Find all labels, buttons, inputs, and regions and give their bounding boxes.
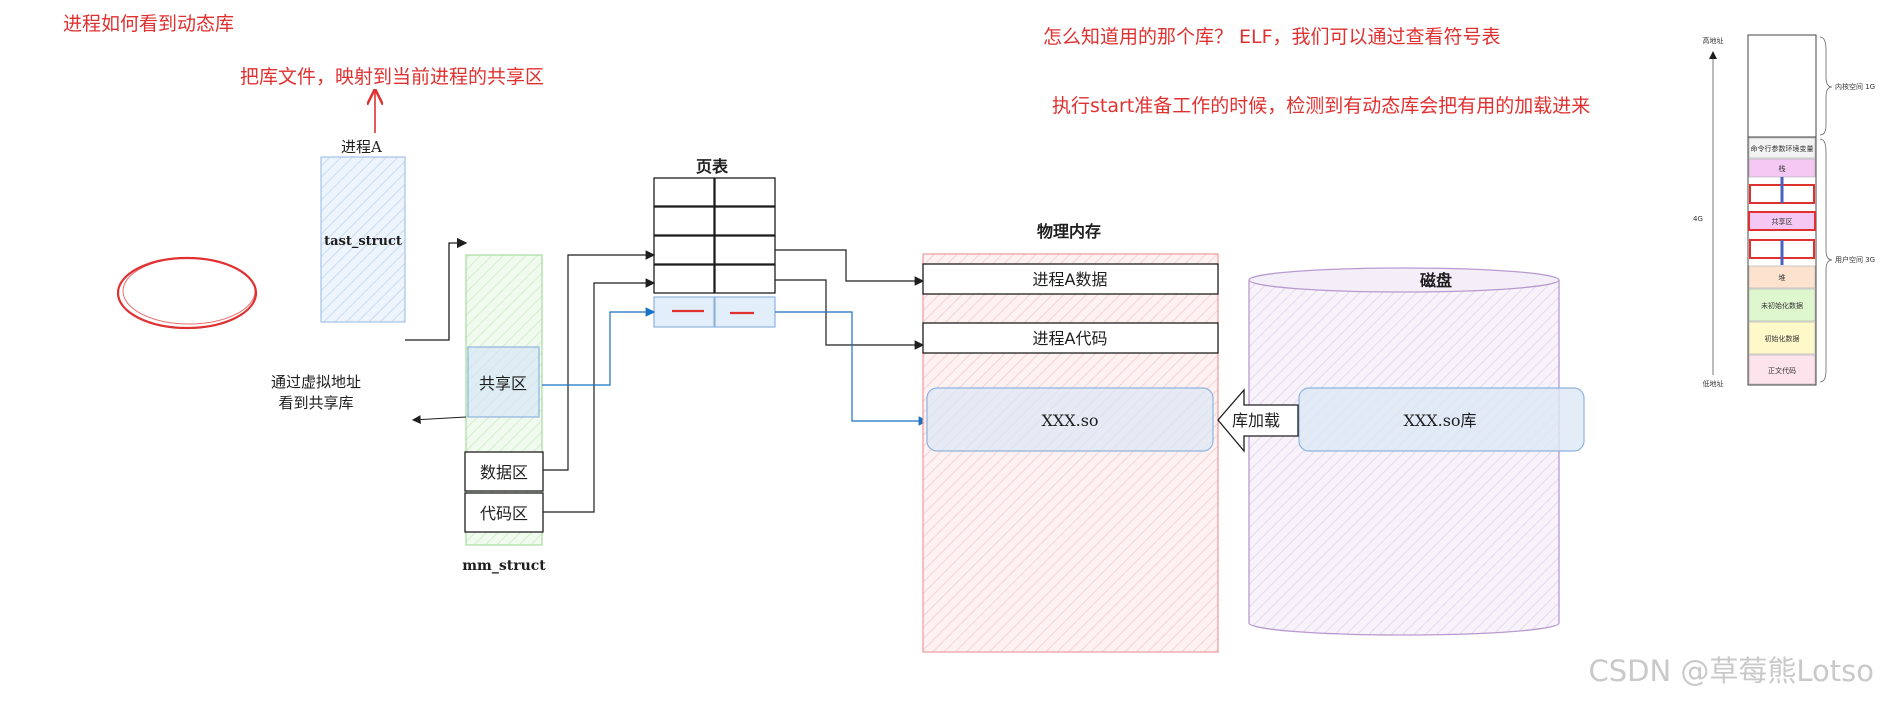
title-note: 进程如何看到动态库 bbox=[63, 13, 234, 35]
addr-kernel-label: 内核空间 1G bbox=[1835, 82, 1875, 91]
phys-data-block bbox=[922, 263, 1219, 295]
phys-code-label: 进程A代码 bbox=[1033, 329, 1108, 348]
load-arrow-label: 库加载 bbox=[1232, 411, 1280, 430]
addr-top-label: 高地址 bbox=[1703, 36, 1724, 45]
disk-cylinder bbox=[1248, 267, 1560, 636]
task-to-mm-connector bbox=[405, 237, 468, 341]
physical-memory-title: 物理内存 bbox=[1037, 222, 1101, 241]
virtual-note-arrow bbox=[411, 415, 467, 424]
pt-cell bbox=[714, 235, 776, 265]
virtual-note-line1: 通过虚拟地址 bbox=[271, 373, 361, 391]
pt-to-so-connector bbox=[775, 311, 929, 426]
pt-cell bbox=[653, 264, 715, 294]
phys-so-label: XXX.so bbox=[1041, 411, 1098, 430]
physical-memory-box bbox=[922, 253, 1219, 653]
addr-stack-label: 栈 bbox=[1779, 164, 1786, 173]
pt-cell bbox=[653, 206, 715, 236]
virtual-note-line2: 看到共享库 bbox=[278, 394, 353, 412]
phys-code-block bbox=[922, 322, 1219, 354]
shared-to-pt-connector bbox=[542, 307, 656, 386]
page-table-title: 页表 bbox=[696, 157, 729, 176]
disk-so-block bbox=[1298, 387, 1585, 452]
disk-so-label: XXX.so库 bbox=[1403, 411, 1476, 430]
start-note: 执行start准备工作的时候，检测到有动态库会把有用的加载进来 bbox=[1052, 95, 1590, 117]
addr-init-label: 初始化数据 bbox=[1765, 334, 1800, 343]
pt-to-data-connector bbox=[775, 249, 925, 286]
red-circle-mark bbox=[116, 256, 258, 330]
pt-cell bbox=[714, 206, 776, 236]
disk-title: 磁盘 bbox=[1420, 271, 1452, 290]
addr-args-label: 命令行参数环境变量 bbox=[1751, 144, 1814, 153]
data-to-pt-connector bbox=[543, 250, 656, 471]
watermark: CSDN @草莓熊Lotso bbox=[1588, 654, 1874, 688]
addr-heap-label: 堆 bbox=[1779, 273, 1786, 282]
pt-cell bbox=[714, 177, 776, 207]
mm-struct-label: mm_struct bbox=[462, 558, 546, 574]
code-to-pt-connector bbox=[543, 278, 656, 513]
addr-total-label: 4G bbox=[1693, 215, 1703, 223]
page-table-shared-row bbox=[653, 296, 776, 328]
task-struct-box bbox=[320, 156, 406, 323]
address-space-figure: 高地址 低地址 4G 内核空间 1G 用户空间 3G 命令行参数环境变量 栈 共… bbox=[1693, 34, 1875, 388]
addr-bottom-label: 低地址 bbox=[1703, 379, 1724, 388]
pt-cell bbox=[714, 264, 776, 294]
process-a-title: 进程A bbox=[341, 138, 382, 156]
mm-code-label: 代码区 bbox=[480, 504, 528, 523]
elf-question-note: 怎么知道用的那个库？ ELF，我们可以通过查看符号表 bbox=[1043, 26, 1501, 48]
mm-shared-label: 共享区 bbox=[479, 374, 527, 393]
phys-so-block bbox=[926, 387, 1214, 452]
mm-data-label: 数据区 bbox=[480, 463, 528, 482]
pt-cell bbox=[653, 235, 715, 265]
addr-user-label: 用户空间 3G bbox=[1835, 255, 1875, 264]
phys-data-label: 进程A数据 bbox=[1033, 270, 1108, 289]
mm-data-region bbox=[464, 451, 544, 492]
addr-text-label: 正文代码 bbox=[1768, 366, 1796, 375]
map-note: 把库文件，映射到当前进程的共享区 bbox=[240, 66, 544, 88]
load-arrow bbox=[1217, 388, 1299, 453]
addr-uninit-label: 未初始化数据 bbox=[1761, 301, 1803, 310]
task-struct-label: tast_struct bbox=[324, 234, 402, 249]
mm-shared-region bbox=[467, 346, 540, 418]
page-table bbox=[653, 177, 776, 294]
addr-shared-label: 共享区 bbox=[1772, 217, 1793, 226]
pt-cell bbox=[653, 177, 715, 207]
